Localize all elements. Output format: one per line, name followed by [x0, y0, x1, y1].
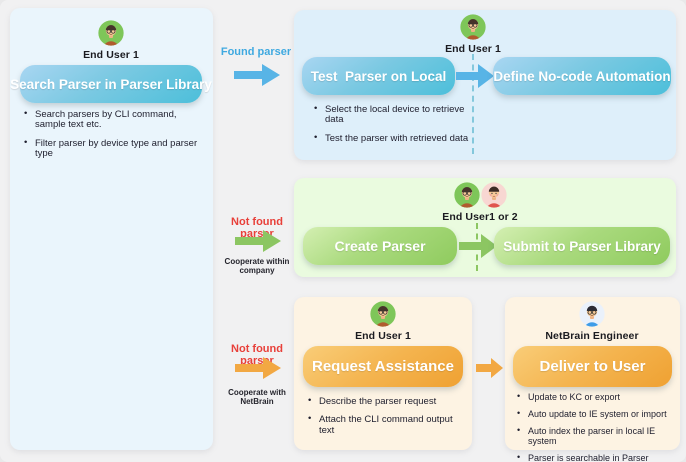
bullet-item: Test the parser with retrieved data	[314, 133, 484, 144]
bullet-item: Update to KC or export	[517, 392, 677, 403]
actor-label: End User1 or 2	[442, 211, 518, 223]
search-parser-button[interactable]: Search Parser in Parser Library	[10, 65, 212, 103]
actor-label: End User 1	[83, 49, 139, 61]
bullet-item: Describe the parser request	[308, 396, 466, 407]
submit-parser-library-button[interactable]: Submit to Parser Library	[494, 227, 670, 265]
end-user-1-avatar-icon	[460, 14, 486, 40]
cooperate-company-label: Cooperate within company	[224, 257, 290, 275]
end-user-1-avatar-icon	[454, 182, 480, 208]
create-parser-button[interactable]: Create Parser	[303, 227, 457, 265]
create-parser-panel: End User1 or 2 Create Parser Submit to P…	[294, 178, 676, 277]
cooperate-netbrain-arrow-icon	[235, 357, 281, 379]
end-user-1-avatar-icon	[370, 301, 396, 327]
netbrain-engineer-avatar-icon	[579, 301, 605, 327]
deliver-to-user-button[interactable]: Deliver to User	[513, 346, 672, 387]
define-automation-button[interactable]: Define No-code Automation	[493, 57, 671, 95]
found-parser-label: Found parser	[220, 46, 292, 58]
bullet-item: Auto update to IE system or import	[517, 409, 677, 420]
end-user-1-avatar-icon	[98, 20, 124, 46]
actor-label: End User 1	[355, 330, 411, 342]
actor-label: NetBrain Engineer	[545, 330, 639, 342]
bullet-item: Search parsers by CLI command, sample te…	[24, 109, 208, 131]
cooperate-netbrain-label: Cooperate with NetBrain	[228, 388, 286, 406]
handoff-arrow-icon	[476, 358, 503, 378]
step-arrow-icon	[459, 234, 497, 258]
bullet-item: Parser is searchable in Parser Discovery	[517, 453, 677, 462]
bullet-item: Filter parser by device type and parser …	[24, 138, 208, 160]
found-parser-arrow-icon	[234, 64, 280, 86]
bullet-item: Select the local device to retrieve data	[314, 104, 484, 126]
request-assistance-button[interactable]: Request Assistance	[303, 346, 463, 387]
cooperate-company-arrow-icon	[235, 230, 281, 252]
test-parser-button[interactable]: Test Parser on Local	[302, 57, 455, 95]
deliver-to-user-panel: NetBrain Engineer Deliver to User Update…	[505, 297, 680, 462]
end-user-2-avatar-icon	[481, 182, 507, 208]
bullet-item: Auto index the parser in local IE system	[517, 426, 677, 447]
test-parser-panel: End User 1 Test Parser on Local Define N…	[294, 10, 676, 160]
bullet-item: Attach the CLI command output text	[308, 414, 466, 436]
request-assistance-panel: End User 1 Request Assistance Describe t…	[294, 297, 472, 450]
flow-divider-line	[472, 54, 474, 154]
search-parser-panel: End User 1 Search Parser in Parser Libra…	[10, 8, 213, 450]
step-arrow-icon	[456, 64, 494, 88]
actor-label: End User 1	[445, 43, 501, 55]
